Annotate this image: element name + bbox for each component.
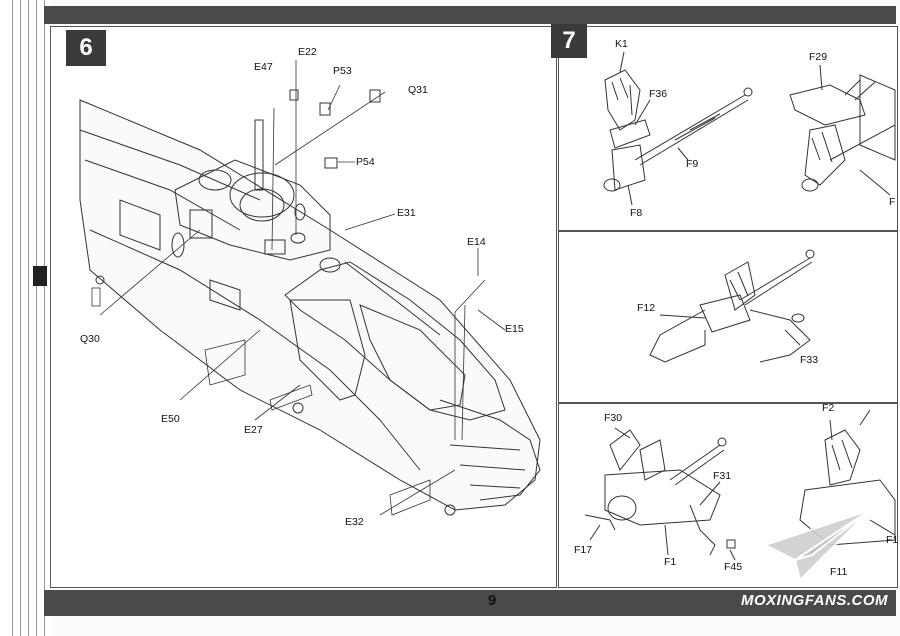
step-6-badge: 6 bbox=[66, 30, 106, 66]
label-f31: F31 bbox=[713, 470, 732, 482]
label-k1: K1 bbox=[615, 38, 628, 50]
page-binding-edge bbox=[0, 0, 52, 636]
label-f29: F29 bbox=[809, 51, 828, 63]
step-7-middle-drawing bbox=[649, 249, 815, 363]
label-e47: E47 bbox=[254, 61, 273, 73]
label-f7-cutoff: F bbox=[889, 196, 896, 208]
step-7-panel-bottom bbox=[558, 403, 898, 588]
watermark-text: MOXINGFANS.COM bbox=[740, 592, 888, 609]
label-f45: F45 bbox=[724, 561, 743, 573]
label-f1: F1 bbox=[664, 556, 677, 568]
label-e50: E50 bbox=[161, 413, 180, 425]
paper-plane-logo bbox=[762, 509, 871, 582]
helicopter-fuselage-drawing bbox=[79, 89, 541, 516]
label-f36: F36 bbox=[649, 88, 668, 100]
label-e31: E31 bbox=[397, 207, 416, 219]
label-f2: F2 bbox=[822, 402, 835, 414]
label-e14: E14 bbox=[467, 236, 486, 248]
step-6-leader-lines bbox=[91, 60, 506, 516]
label-e32: E32 bbox=[345, 516, 364, 528]
label-p53: P53 bbox=[333, 65, 352, 77]
label-f11: F11 bbox=[830, 566, 848, 578]
label-f30: F30 bbox=[604, 412, 623, 424]
label-f1-cutoff: F1 bbox=[886, 534, 899, 546]
bottom-footer-bar bbox=[44, 590, 896, 616]
label-p54: P54 bbox=[356, 156, 375, 168]
label-f9: F9 bbox=[686, 158, 699, 170]
page-number: 9 bbox=[488, 592, 497, 609]
label-f17: F17 bbox=[574, 544, 593, 556]
label-e22: E22 bbox=[298, 46, 317, 58]
label-q31: Q31 bbox=[408, 84, 428, 96]
step-7-badge: 7 bbox=[551, 24, 587, 58]
step-7-bottom-drawing bbox=[584, 409, 896, 561]
label-f33: F33 bbox=[800, 354, 819, 366]
step-7-panel-middle bbox=[558, 231, 898, 403]
label-q30: Q30 bbox=[80, 333, 100, 345]
label-f8: F8 bbox=[630, 207, 643, 219]
step-7-top-drawing bbox=[603, 51, 896, 206]
side-tab-marker bbox=[33, 266, 47, 286]
label-e27: E27 bbox=[244, 424, 263, 436]
label-e15: E15 bbox=[505, 323, 524, 335]
label-f12: F12 bbox=[637, 302, 656, 314]
top-header-bar bbox=[44, 6, 896, 24]
